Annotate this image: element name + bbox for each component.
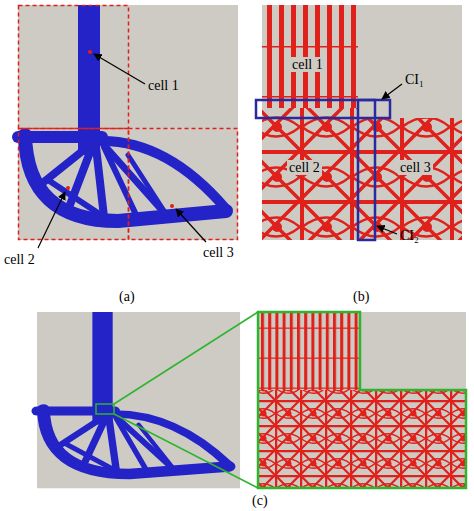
cell-callout: cell 1 [148, 78, 179, 93]
interface-callout: CI₁ [405, 72, 424, 87]
label-holder: cell 1 [290, 55, 325, 73]
label-holder: cell 3 [203, 243, 234, 261]
label-holder: cell 3 [398, 158, 433, 176]
label-holder: CI₁ [405, 70, 424, 88]
cell-label: cell 1 [290, 57, 325, 72]
label-holder: cell 2 [287, 158, 322, 176]
label-holder: cell 1 [148, 76, 179, 94]
label-holder: (a) [119, 287, 135, 305]
interface-callout: CI₂ [400, 228, 419, 243]
panel-label: (b) [353, 289, 369, 304]
cell-label: cell 2 [287, 160, 322, 175]
panel-label: (c) [252, 493, 268, 508]
cell-callout: cell 3 [203, 245, 234, 260]
label-holder: (c) [252, 491, 268, 509]
label-holder: (b) [353, 287, 369, 305]
panel-label: (a) [119, 289, 135, 304]
label-holder: CI₂ [400, 226, 419, 244]
label-holder: cell 2 [4, 250, 35, 268]
cell-callout: cell 2 [4, 252, 35, 267]
cell-label: cell 3 [398, 160, 433, 175]
